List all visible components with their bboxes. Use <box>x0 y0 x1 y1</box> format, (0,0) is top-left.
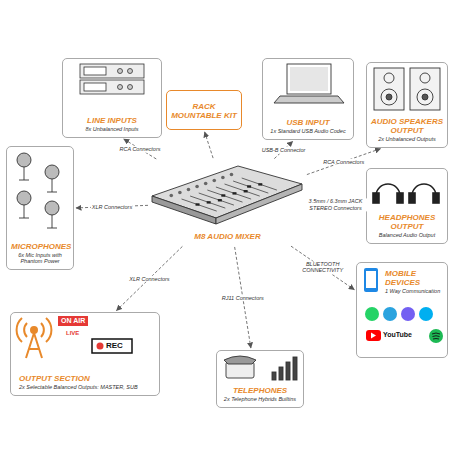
connector <box>307 149 381 175</box>
rec-badge <box>92 339 132 353</box>
node-title: MICROPHONES <box>11 242 69 251</box>
mobile-icons <box>364 268 443 343</box>
input-box: USB INPUT1x Standard USB Audio Codec <box>262 58 354 140</box>
connector-label: USB-B Connector <box>261 147 307 154</box>
node-title: M8 AUDIO MIXER <box>154 232 301 241</box>
connector-label: RCA Connectors <box>118 146 161 153</box>
mixer-node: M8 AUDIO MIXER <box>150 160 305 245</box>
node-title: USB INPUT <box>267 118 349 127</box>
connector <box>116 246 182 310</box>
connector-label: BLUETOOTH CONNECTIVITY <box>291 261 355 274</box>
laptop-icon <box>274 64 344 103</box>
device-box: MOBILE DEVICES1 Way Communication <box>356 262 448 358</box>
connector-label: XLR Connectors <box>91 203 133 210</box>
connector <box>291 246 354 290</box>
connector-label: RJ11 Connectors <box>221 294 265 301</box>
on-air-sign: ON AIR <box>58 316 88 326</box>
node-subtitle: 2x Telephone Hybrids Builtins <box>221 396 299 403</box>
node-subtitle: Balanced Audio Output <box>371 232 443 239</box>
telephone-icon <box>224 356 297 380</box>
node-subtitle: 2x Selectable Balanced Outputs: MASTER, … <box>19 384 155 391</box>
node-title: OUTPUT SECTION <box>19 374 155 383</box>
input-box: MICROPHONES6x Mic Inputs with Phantom Po… <box>6 146 74 270</box>
output-box: AUDIO SPEAKERS OUTPUT2x Unbalanced Outpu… <box>366 62 448 148</box>
output-box: HEADPHONES OUTPUTBalanced Audio Output <box>366 168 448 244</box>
kit-box: RACK MOUNTABLE KIT <box>166 90 242 130</box>
node-title: MOBILE DEVICES <box>385 269 443 287</box>
rec-label: REC <box>106 342 123 351</box>
node-title: HEADPHONES OUTPUT <box>371 213 443 231</box>
broadcast-icon <box>17 318 52 358</box>
connector-label: XLR Connectors <box>128 275 170 282</box>
node-title: RACK MOUNTABLE KIT <box>171 102 237 120</box>
node-title: LINE INPUTS <box>67 116 157 125</box>
node-subtitle: 8x Unbalanced Inputs <box>67 126 157 133</box>
mixer-illustration <box>152 166 302 224</box>
connector-label: 3.5mm / 6.3mm JACK STEREO Connectors <box>304 199 368 212</box>
node-title: AUDIO SPEAKERS OUTPUT <box>371 117 443 135</box>
node-subtitle: 6x Mic Inputs with Phantom Power <box>11 252 69 265</box>
microphone-icon <box>17 153 59 228</box>
node-subtitle: 1 Way Communication <box>385 288 443 295</box>
input-box: LINE INPUTS8x Unbalanced Inputs <box>62 58 162 138</box>
live-label: LIVE <box>66 330 79 337</box>
rack-device <box>80 64 144 94</box>
node-title: TELEPHONES <box>221 386 299 395</box>
connector <box>205 132 213 158</box>
node-subtitle: 2x Unbalanced Outputs <box>371 136 443 143</box>
speaker-icon <box>374 68 440 110</box>
connector-label: RCA Connectors <box>322 158 365 165</box>
headphones-icon <box>373 184 439 203</box>
device-box: TELEPHONES2x Telephone Hybrids Builtins <box>216 350 304 408</box>
node-subtitle: 1x Standard USB Audio Codec <box>267 128 349 135</box>
app-name: YouTube <box>383 331 412 339</box>
